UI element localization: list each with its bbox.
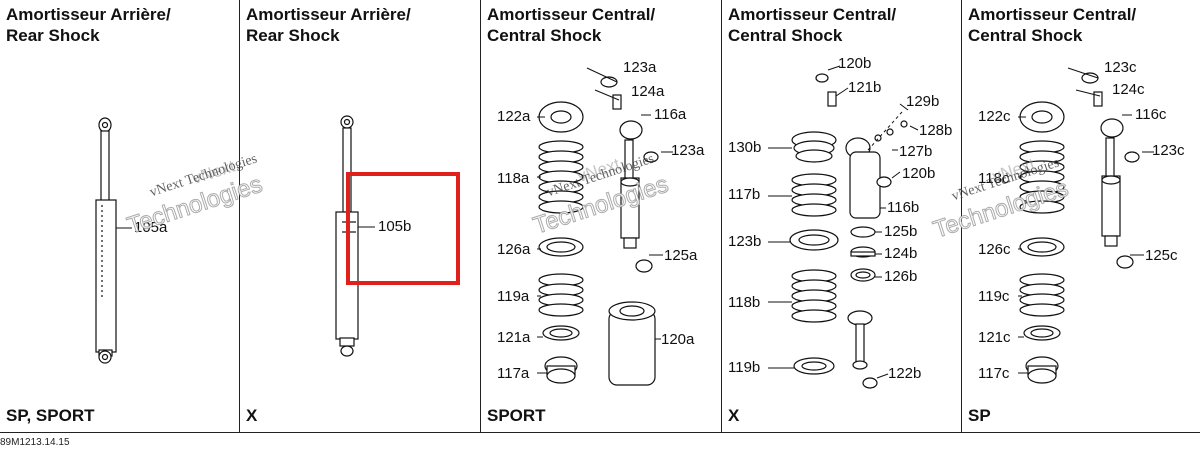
callout-123b: 123b — [728, 233, 762, 250]
callout-123c: 123c — [1104, 59, 1137, 76]
bottom-divider — [0, 432, 1200, 433]
panel-title-en: Rear Shock — [6, 26, 100, 45]
callout-123a-lower: 123a — [671, 142, 705, 159]
callout-119a: 119a — [497, 288, 530, 305]
callout-125a: 125a — [664, 247, 698, 264]
rear-shock-drawing — [95, 117, 132, 364]
central-shock-sport-drawing — [537, 67, 673, 386]
callout-124c: 124c — [1112, 81, 1145, 98]
panel-title-fr: Amortisseur Central/ — [968, 5, 1137, 24]
callout-121a: 121a — [497, 329, 531, 346]
callout-126b: 126b — [884, 268, 918, 285]
drawing-code: 89M1213.14.15 — [0, 437, 70, 448]
callout-116c: 116c — [1135, 106, 1167, 123]
panel-title-en: Rear Shock — [246, 26, 340, 45]
callout-118b: 118b — [728, 294, 761, 311]
panel-title-en: Central Shock — [968, 26, 1083, 45]
central-shock-sp-drawing — [1018, 67, 1154, 384]
panel-title-fr: Amortisseur Arrière/ — [6, 5, 171, 24]
panel-central-shock-x: Amortisseur Central/ Central Shock — [722, 0, 962, 432]
callout-116a: 116a — [654, 106, 687, 123]
callout-122a: 122a — [497, 108, 531, 125]
callout-123a: 123a — [623, 59, 657, 76]
panel-title: Amortisseur Central/ Central Shock — [487, 4, 655, 46]
panel-title-en: Central Shock — [728, 26, 843, 45]
callout-124a: 124a — [631, 83, 665, 100]
panel-title-fr: Amortisseur Central/ — [728, 5, 897, 24]
callout-117a: 117a — [497, 365, 530, 382]
variant-label: SP, SPORT — [6, 406, 95, 425]
callout-122c: 122c — [978, 108, 1011, 125]
callout-129b: 129b — [906, 93, 940, 110]
panel-title: Amortisseur Arrière/ Rear Shock — [246, 4, 411, 46]
callout-118c: 118c — [978, 170, 1010, 187]
variant-label: X — [246, 406, 258, 425]
callout-120b: 120b — [838, 55, 872, 72]
panel-title: Amortisseur Central/ Central Shock — [968, 4, 1136, 46]
panel-title-fr: Amortisseur Central/ — [487, 5, 656, 24]
variant-label: X — [728, 406, 740, 425]
callout-105b: 105b — [378, 218, 412, 235]
callout-125c: 125c — [1145, 247, 1178, 264]
callout-123c-lower: 123c — [1152, 142, 1185, 159]
variant-label: SPORT — [487, 406, 546, 425]
callout-116b: 116b — [887, 199, 920, 216]
panel-central-shock-sport: Amortisseur Central/ Central Shock — [481, 0, 722, 432]
callout-124b: 124b — [884, 245, 918, 262]
panel-rear-shock-x: Amortisseur Arrière/ Rear Shock 105b X — [240, 0, 481, 432]
callout-119c: 119c — [978, 288, 1010, 305]
callout-121b: 121b — [848, 79, 882, 96]
callout-126c: 126c — [978, 241, 1011, 258]
callout-127b: 127b — [899, 143, 933, 160]
panel-title: Amortisseur Arrière/ Rear Shock — [6, 4, 171, 46]
central-shock-x-drawing — [768, 65, 919, 389]
callout-126a: 126a — [497, 241, 531, 258]
panel-title-fr: Amortisseur Arrière/ — [246, 5, 411, 24]
highlight-box — [346, 172, 460, 285]
panel-title: Amortisseur Central/ Central Shock — [728, 4, 896, 46]
callout-120b-lower: 120b — [902, 165, 936, 182]
panel-title-en: Central Shock — [487, 26, 602, 45]
panel-rear-shock-sp-sport: Amortisseur Arrière/ Rear Shock 105a SP,… — [0, 0, 240, 432]
callout-121c: 121c — [978, 329, 1011, 346]
callout-105a: 105a — [134, 219, 168, 236]
callout-117b: 117b — [728, 186, 761, 203]
callout-125b: 125b — [884, 223, 918, 240]
panel-central-shock-sp: Amortisseur Central/ Central Shock — [962, 0, 1200, 432]
callout-120a: 120a — [661, 331, 695, 348]
callout-119b: 119b — [728, 359, 761, 376]
callout-128b: 128b — [919, 122, 953, 139]
callout-117c: 117c — [978, 365, 1010, 382]
callout-122b: 122b — [888, 365, 922, 382]
callout-130b: 130b — [728, 139, 762, 156]
callout-118a: 118a — [497, 170, 530, 187]
variant-label: SP — [968, 406, 991, 425]
